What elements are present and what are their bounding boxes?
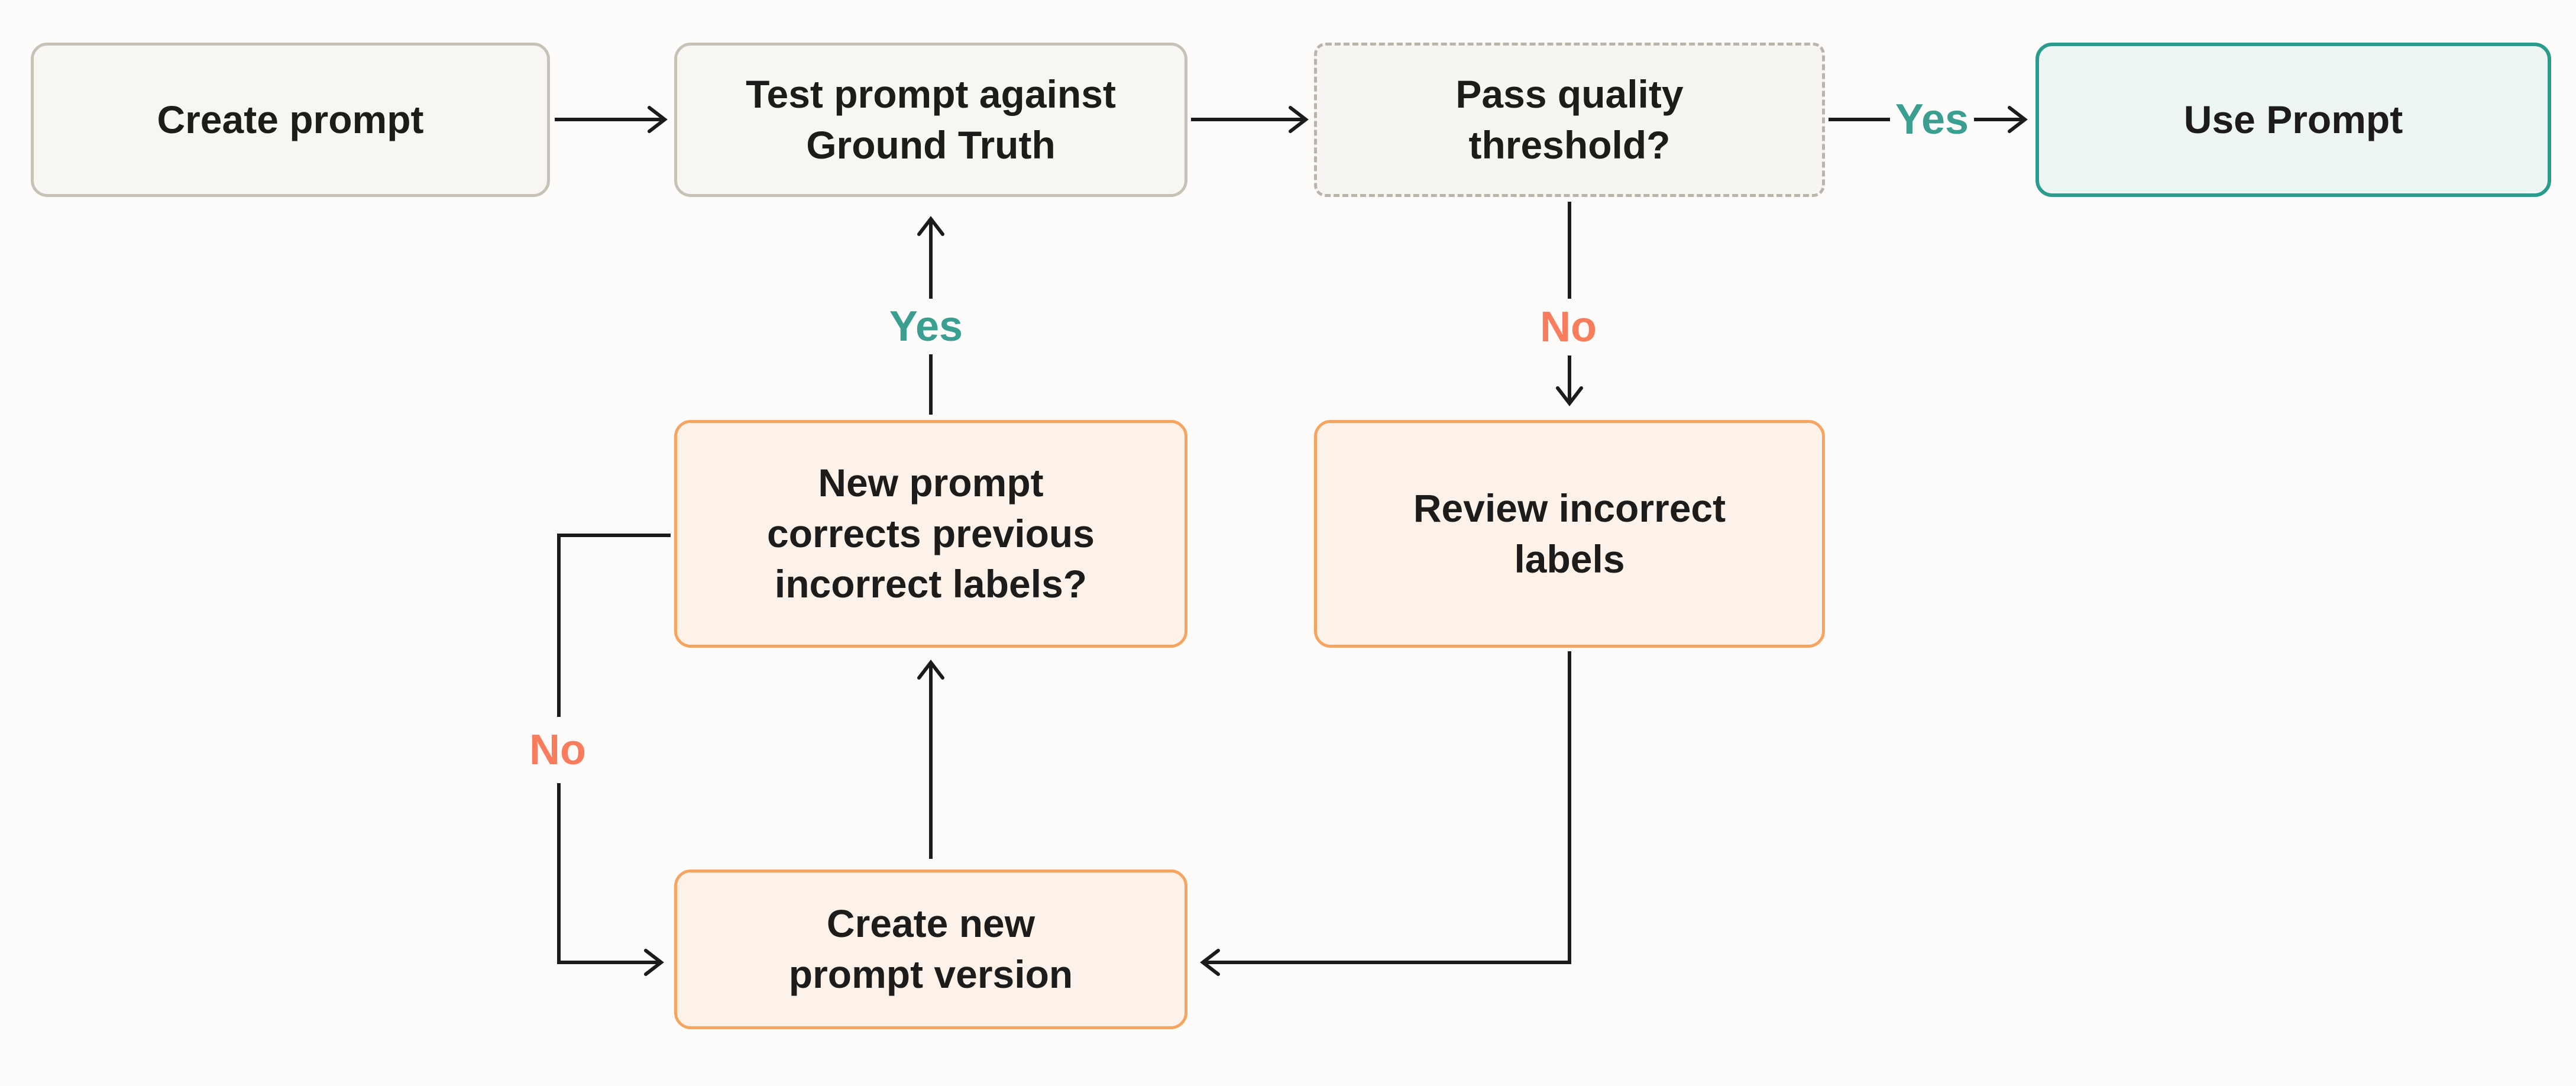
node-create-prompt: Create prompt: [31, 43, 550, 197]
arrow-no-loop-lower: [557, 783, 664, 976]
edge-label-yes-use: Yes: [1895, 96, 1969, 143]
node-pass-quality: Pass quality threshold?: [1314, 43, 1825, 197]
edge-label-no-loop: No: [529, 726, 586, 774]
edge-label-no-review: No: [1540, 303, 1597, 351]
node-review-incorrect: Review incorrect labels: [1314, 420, 1825, 648]
arrow-review-to-version: [1200, 651, 1571, 976]
node-new-prompt-corrects: New prompt corrects previous incorrect l…: [674, 420, 1187, 648]
edge-label-yes-test: Yes: [889, 303, 963, 350]
node-test-prompt: Test prompt against Ground Truth: [674, 43, 1187, 197]
node-use-prompt: Use Prompt: [2035, 43, 2551, 197]
node-create-new-version: Create new prompt version: [674, 870, 1187, 1029]
arrow-no-loop-upper: [557, 534, 671, 717]
